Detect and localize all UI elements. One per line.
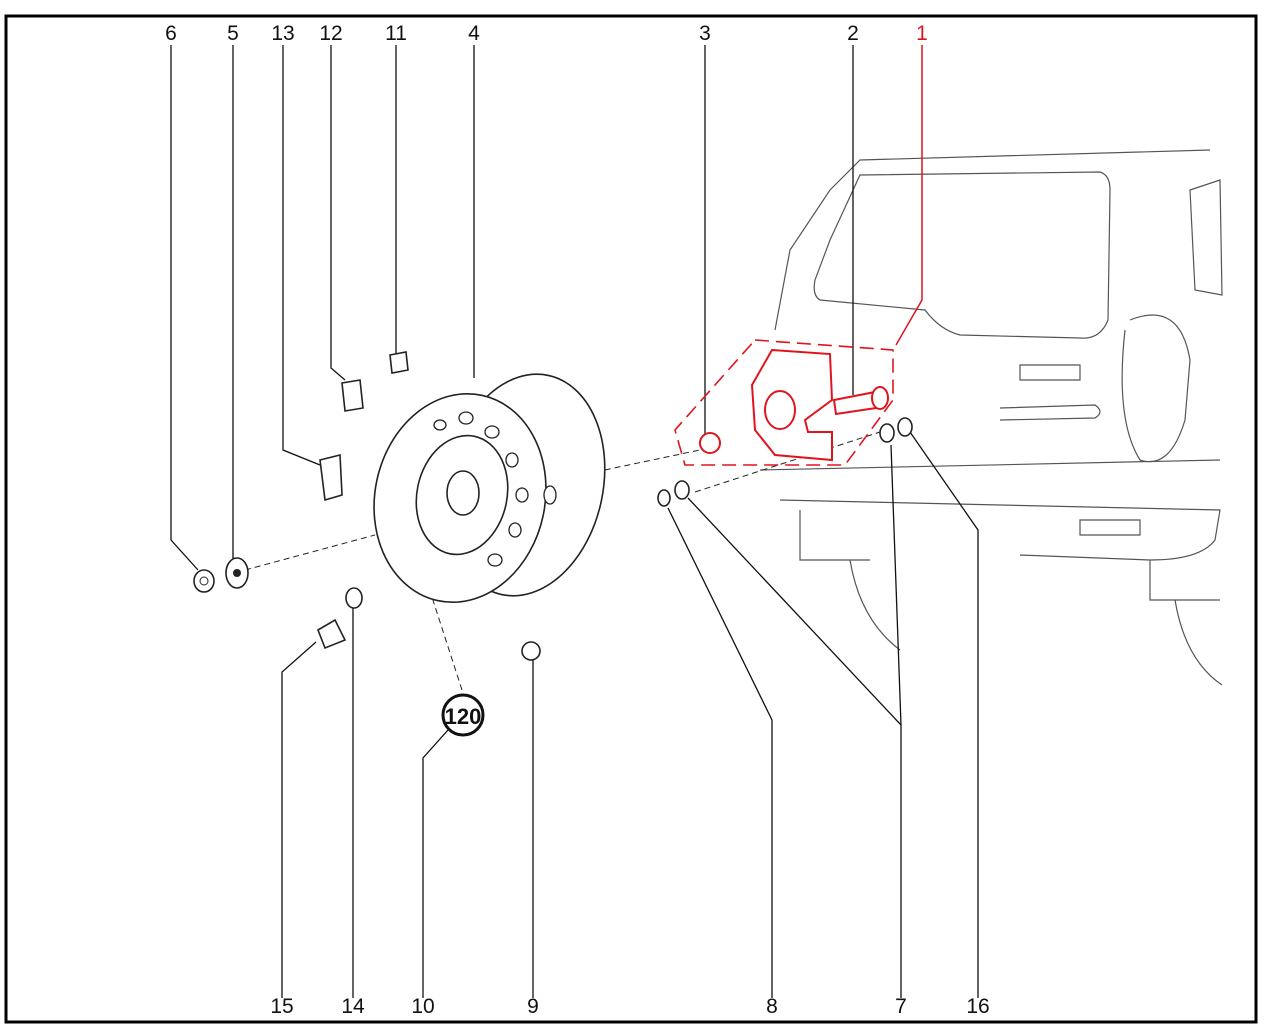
callout-7: 7	[895, 995, 907, 1018]
reference-badge-text: 120	[445, 704, 482, 729]
callout-4: 4	[468, 22, 480, 45]
bracket-assembly-highlighted	[674, 339, 894, 466]
callout-2: 2	[847, 22, 859, 45]
spare-wheel	[373, 373, 606, 604]
callout-8: 8	[766, 995, 778, 1018]
reference-badge: 120	[441, 693, 485, 737]
callout-14: 14	[341, 995, 365, 1018]
vehicle-rear-outline	[759, 149, 1223, 686]
diagram-frame	[4, 14, 1258, 1024]
leader-lines	[170, 45, 979, 998]
callout-16: 16	[966, 995, 989, 1018]
callout-3: 3	[699, 22, 711, 45]
callout-10: 10	[411, 995, 434, 1018]
callout-11: 11	[385, 22, 407, 45]
callout-1-highlighted[interactable]: 1	[916, 22, 928, 45]
callout-5: 5	[227, 22, 239, 45]
small-parts	[193, 351, 913, 661]
callout-15: 15	[270, 995, 293, 1018]
callout-9: 9	[527, 995, 539, 1018]
callout-13: 13	[271, 22, 294, 45]
callout-6: 6	[165, 22, 177, 45]
callout-12: 12	[319, 22, 342, 45]
